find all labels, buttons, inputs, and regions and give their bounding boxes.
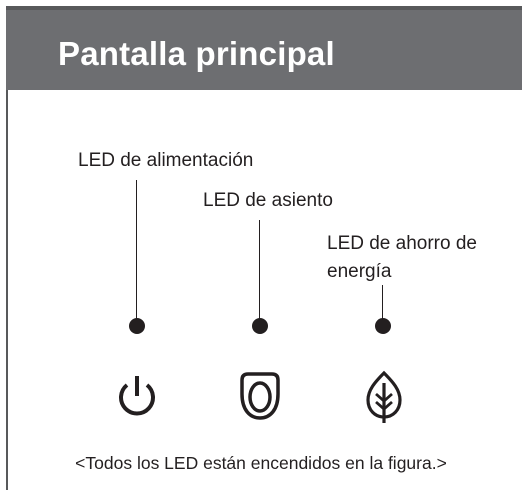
seat-led-leader-line (259, 220, 260, 320)
eco-led-label-line1: LED de ahorro de (327, 233, 477, 254)
eco-led-leader-line (382, 285, 383, 320)
power-icon (119, 376, 155, 416)
eco-led-indicator (375, 318, 391, 334)
power-led-leader-line (136, 180, 137, 320)
leaf-icon (366, 370, 402, 423)
eco-led-label-line2: energía (327, 261, 392, 282)
power-led-label: LED de alimentación (78, 150, 254, 171)
seat-icon (240, 372, 280, 420)
section-header: Pantalla principal (6, 6, 522, 90)
seat-led-indicator (252, 318, 268, 334)
figure-caption: <Todos los LED están encendidos en la fi… (75, 453, 447, 473)
page-title: Pantalla principal (58, 35, 335, 72)
seat-led-label: LED de asiento (203, 190, 333, 211)
power-led-indicator (129, 318, 145, 334)
left-border-rule (6, 90, 8, 490)
